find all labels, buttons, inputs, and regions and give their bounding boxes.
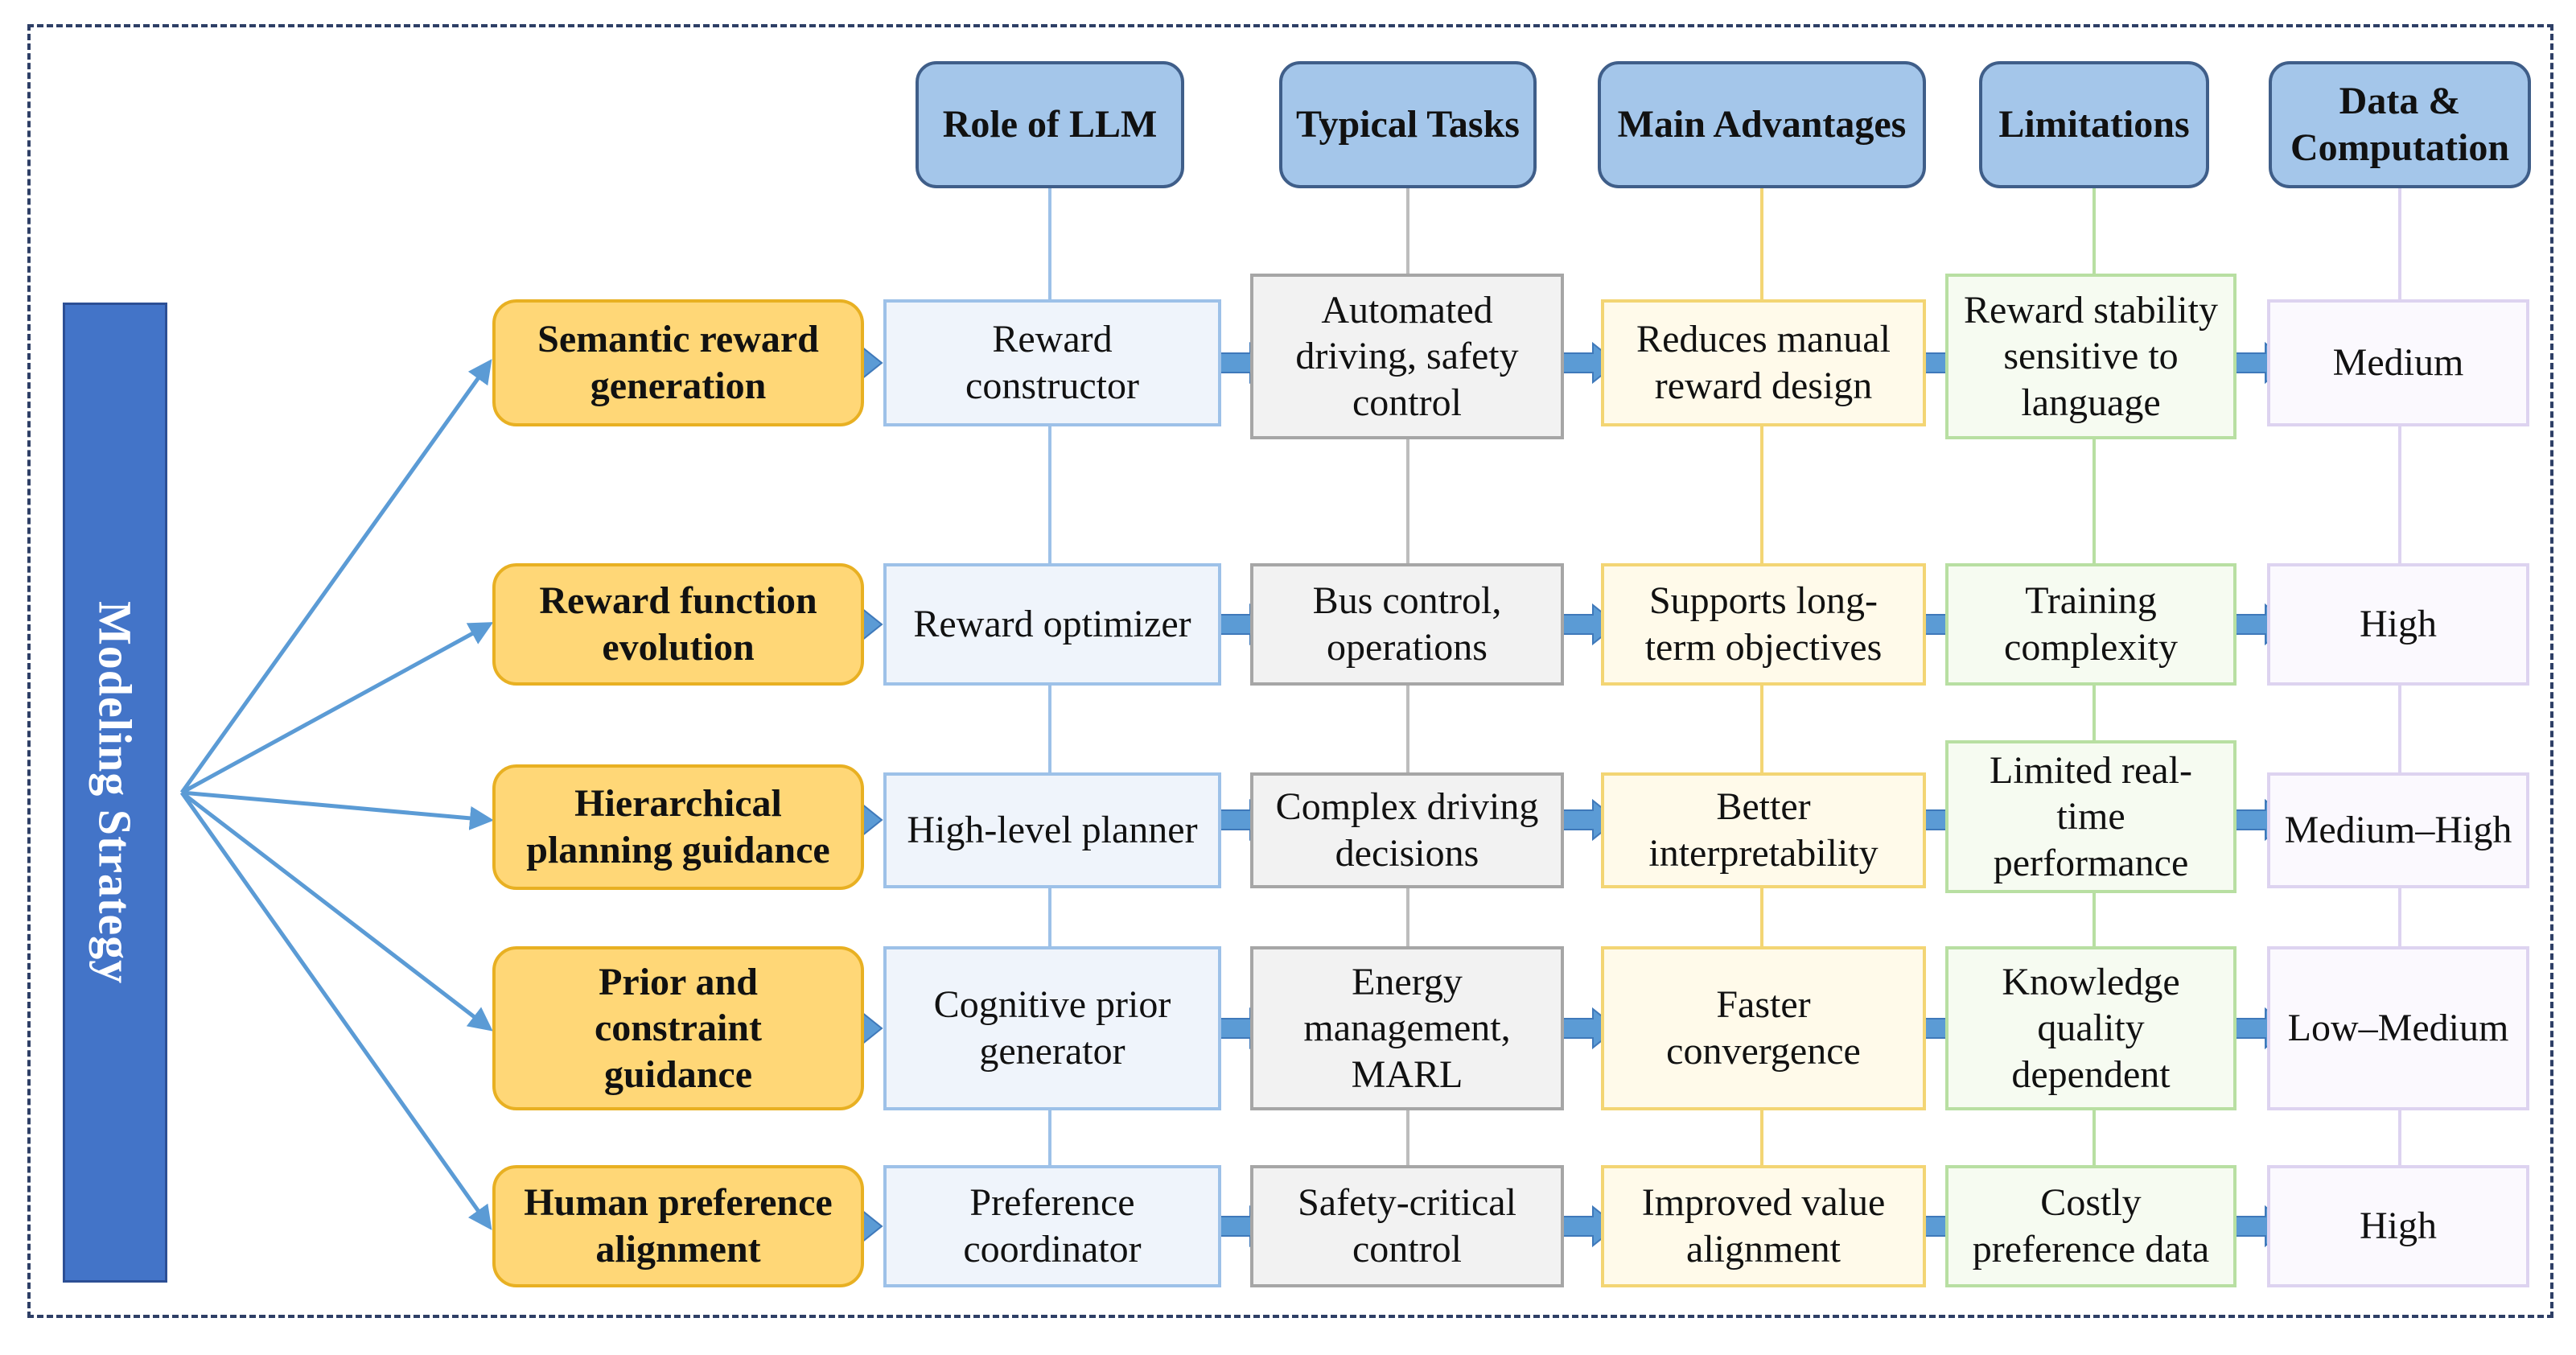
column-header: Data & Computation bbox=[2269, 61, 2531, 188]
matrix-cell: High bbox=[2267, 563, 2529, 686]
strategy-box: Hierarchical planning guidance bbox=[492, 764, 864, 890]
matrix-cell: Energy management, MARL bbox=[1250, 946, 1564, 1110]
matrix-cell: Supports long- term objectives bbox=[1601, 563, 1926, 686]
matrix-cell: Improved value alignment bbox=[1601, 1165, 1926, 1287]
fan-arrow bbox=[180, 622, 494, 795]
matrix-cell: High-level planner bbox=[883, 772, 1221, 888]
matrix-cell: Reward constructor bbox=[883, 299, 1221, 426]
matrix-cell: Safety-critical control bbox=[1250, 1165, 1564, 1287]
strategy-box: Reward function evolution bbox=[492, 563, 864, 686]
matrix-cell: Faster convergence bbox=[1601, 946, 1926, 1110]
fan-arrow bbox=[181, 790, 494, 830]
matrix-cell: Reduces manual reward design bbox=[1601, 299, 1926, 426]
fan-arrow bbox=[180, 791, 493, 1032]
strategy-box: Prior and constraint guidance bbox=[492, 946, 864, 1110]
matrix-cell: Training complexity bbox=[1945, 563, 2237, 686]
modeling-strategy-sidebar: Modeling Strategy bbox=[63, 303, 167, 1283]
column-header: Role of LLM bbox=[916, 61, 1184, 188]
matrix-cell: Preference coordinator bbox=[883, 1165, 1221, 1287]
matrix-cell: Complex driving decisions bbox=[1250, 772, 1564, 888]
matrix-cell: Medium bbox=[2267, 299, 2529, 426]
fan-arrow bbox=[179, 359, 492, 794]
sidebar-label: Modeling Strategy bbox=[88, 600, 142, 985]
matrix-cell: Bus control, operations bbox=[1250, 563, 1564, 686]
matrix-cell: Medium–High bbox=[2267, 772, 2529, 888]
matrix-cell: Knowledge quality dependent bbox=[1945, 946, 2237, 1110]
matrix-cell: Reward optimizer bbox=[883, 563, 1221, 686]
matrix-cell: Better interpretability bbox=[1601, 772, 1926, 888]
fan-arrow bbox=[179, 791, 492, 1230]
matrix-cell: High bbox=[2267, 1165, 2529, 1287]
matrix-cell: Limited real- time performance bbox=[1945, 740, 2237, 893]
strategy-box: Human preference alignment bbox=[492, 1165, 864, 1287]
matrix-cell: Reward stability sensitive to language bbox=[1945, 274, 2237, 439]
matrix-cell: Cognitive prior generator bbox=[883, 946, 1221, 1110]
strategy-box: Semantic reward generation bbox=[492, 299, 864, 426]
column-header: Main Advantages bbox=[1598, 61, 1926, 188]
matrix-cell: Low–Medium bbox=[2267, 946, 2529, 1110]
column-header: Limitations bbox=[1979, 61, 2209, 188]
matrix-cell: Automated driving, safety control bbox=[1250, 274, 1564, 439]
dashed-frame bbox=[27, 24, 2553, 1318]
column-header: Typical Tasks bbox=[1279, 61, 1537, 188]
matrix-cell: Costly preference data bbox=[1945, 1165, 2237, 1287]
